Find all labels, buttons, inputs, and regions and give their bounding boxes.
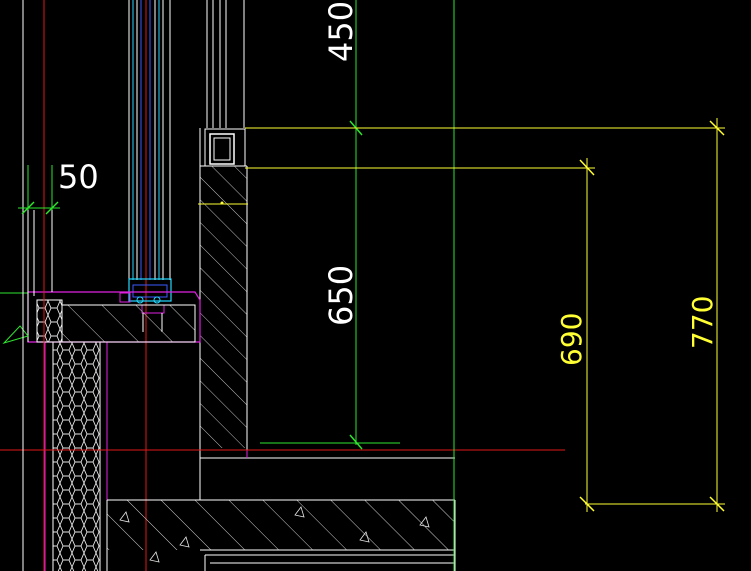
dimension-label-450: 450 bbox=[322, 1, 360, 62]
window-frame bbox=[119, 0, 172, 571]
green-dimension bbox=[260, 0, 400, 450]
construction-lines bbox=[0, 0, 565, 571]
dim-50-lines bbox=[18, 165, 60, 215]
dimension-label-770: 770 bbox=[686, 296, 719, 349]
dimension-label-50: 50 bbox=[58, 158, 99, 196]
upper-frame bbox=[204, 0, 246, 167]
dimension-label-650: 650 bbox=[322, 265, 360, 326]
dimension-label-690: 690 bbox=[555, 313, 588, 366]
floor-slab bbox=[107, 499, 456, 571]
yellow-dimensions bbox=[198, 118, 725, 512]
